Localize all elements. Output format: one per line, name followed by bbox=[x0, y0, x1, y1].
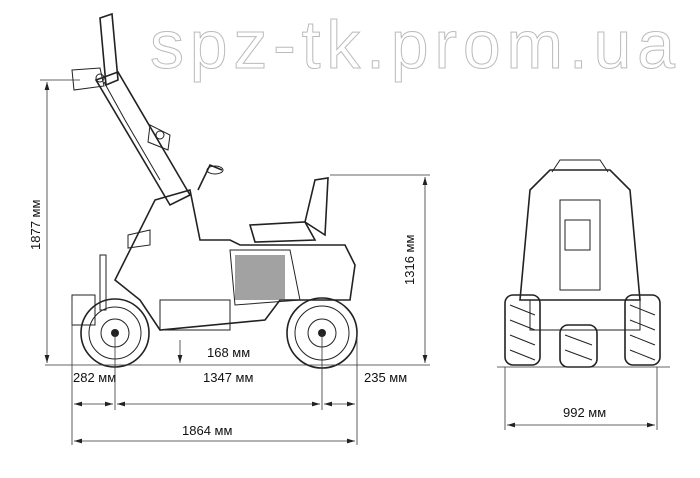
front-overhang-label: 282 мм bbox=[73, 370, 116, 385]
loader-arm bbox=[71, 12, 192, 207]
right-tire bbox=[624, 294, 661, 366]
seat-height-label: 1316 мм bbox=[402, 235, 417, 285]
overall-width-label: 992 мм bbox=[563, 405, 606, 420]
left-tire bbox=[504, 294, 541, 366]
rear-overhang-label: 235 мм bbox=[364, 370, 407, 385]
dimension-lines bbox=[40, 79, 670, 445]
overall-length-label: 1864 мм bbox=[182, 423, 232, 438]
center-tire bbox=[559, 324, 598, 368]
side-view-loader bbox=[71, 12, 358, 369]
overall-height-label: 1877 мм bbox=[28, 200, 43, 250]
ground-clearance-label: 168 мм bbox=[207, 345, 250, 360]
watermark: spz-tk.prom.ua bbox=[150, 7, 675, 83]
front-view-loader bbox=[504, 159, 661, 368]
wheelbase-label: 1347 мм bbox=[203, 370, 253, 385]
seat bbox=[248, 177, 329, 243]
steering-wheel bbox=[197, 163, 224, 191]
loader-body bbox=[71, 188, 356, 331]
